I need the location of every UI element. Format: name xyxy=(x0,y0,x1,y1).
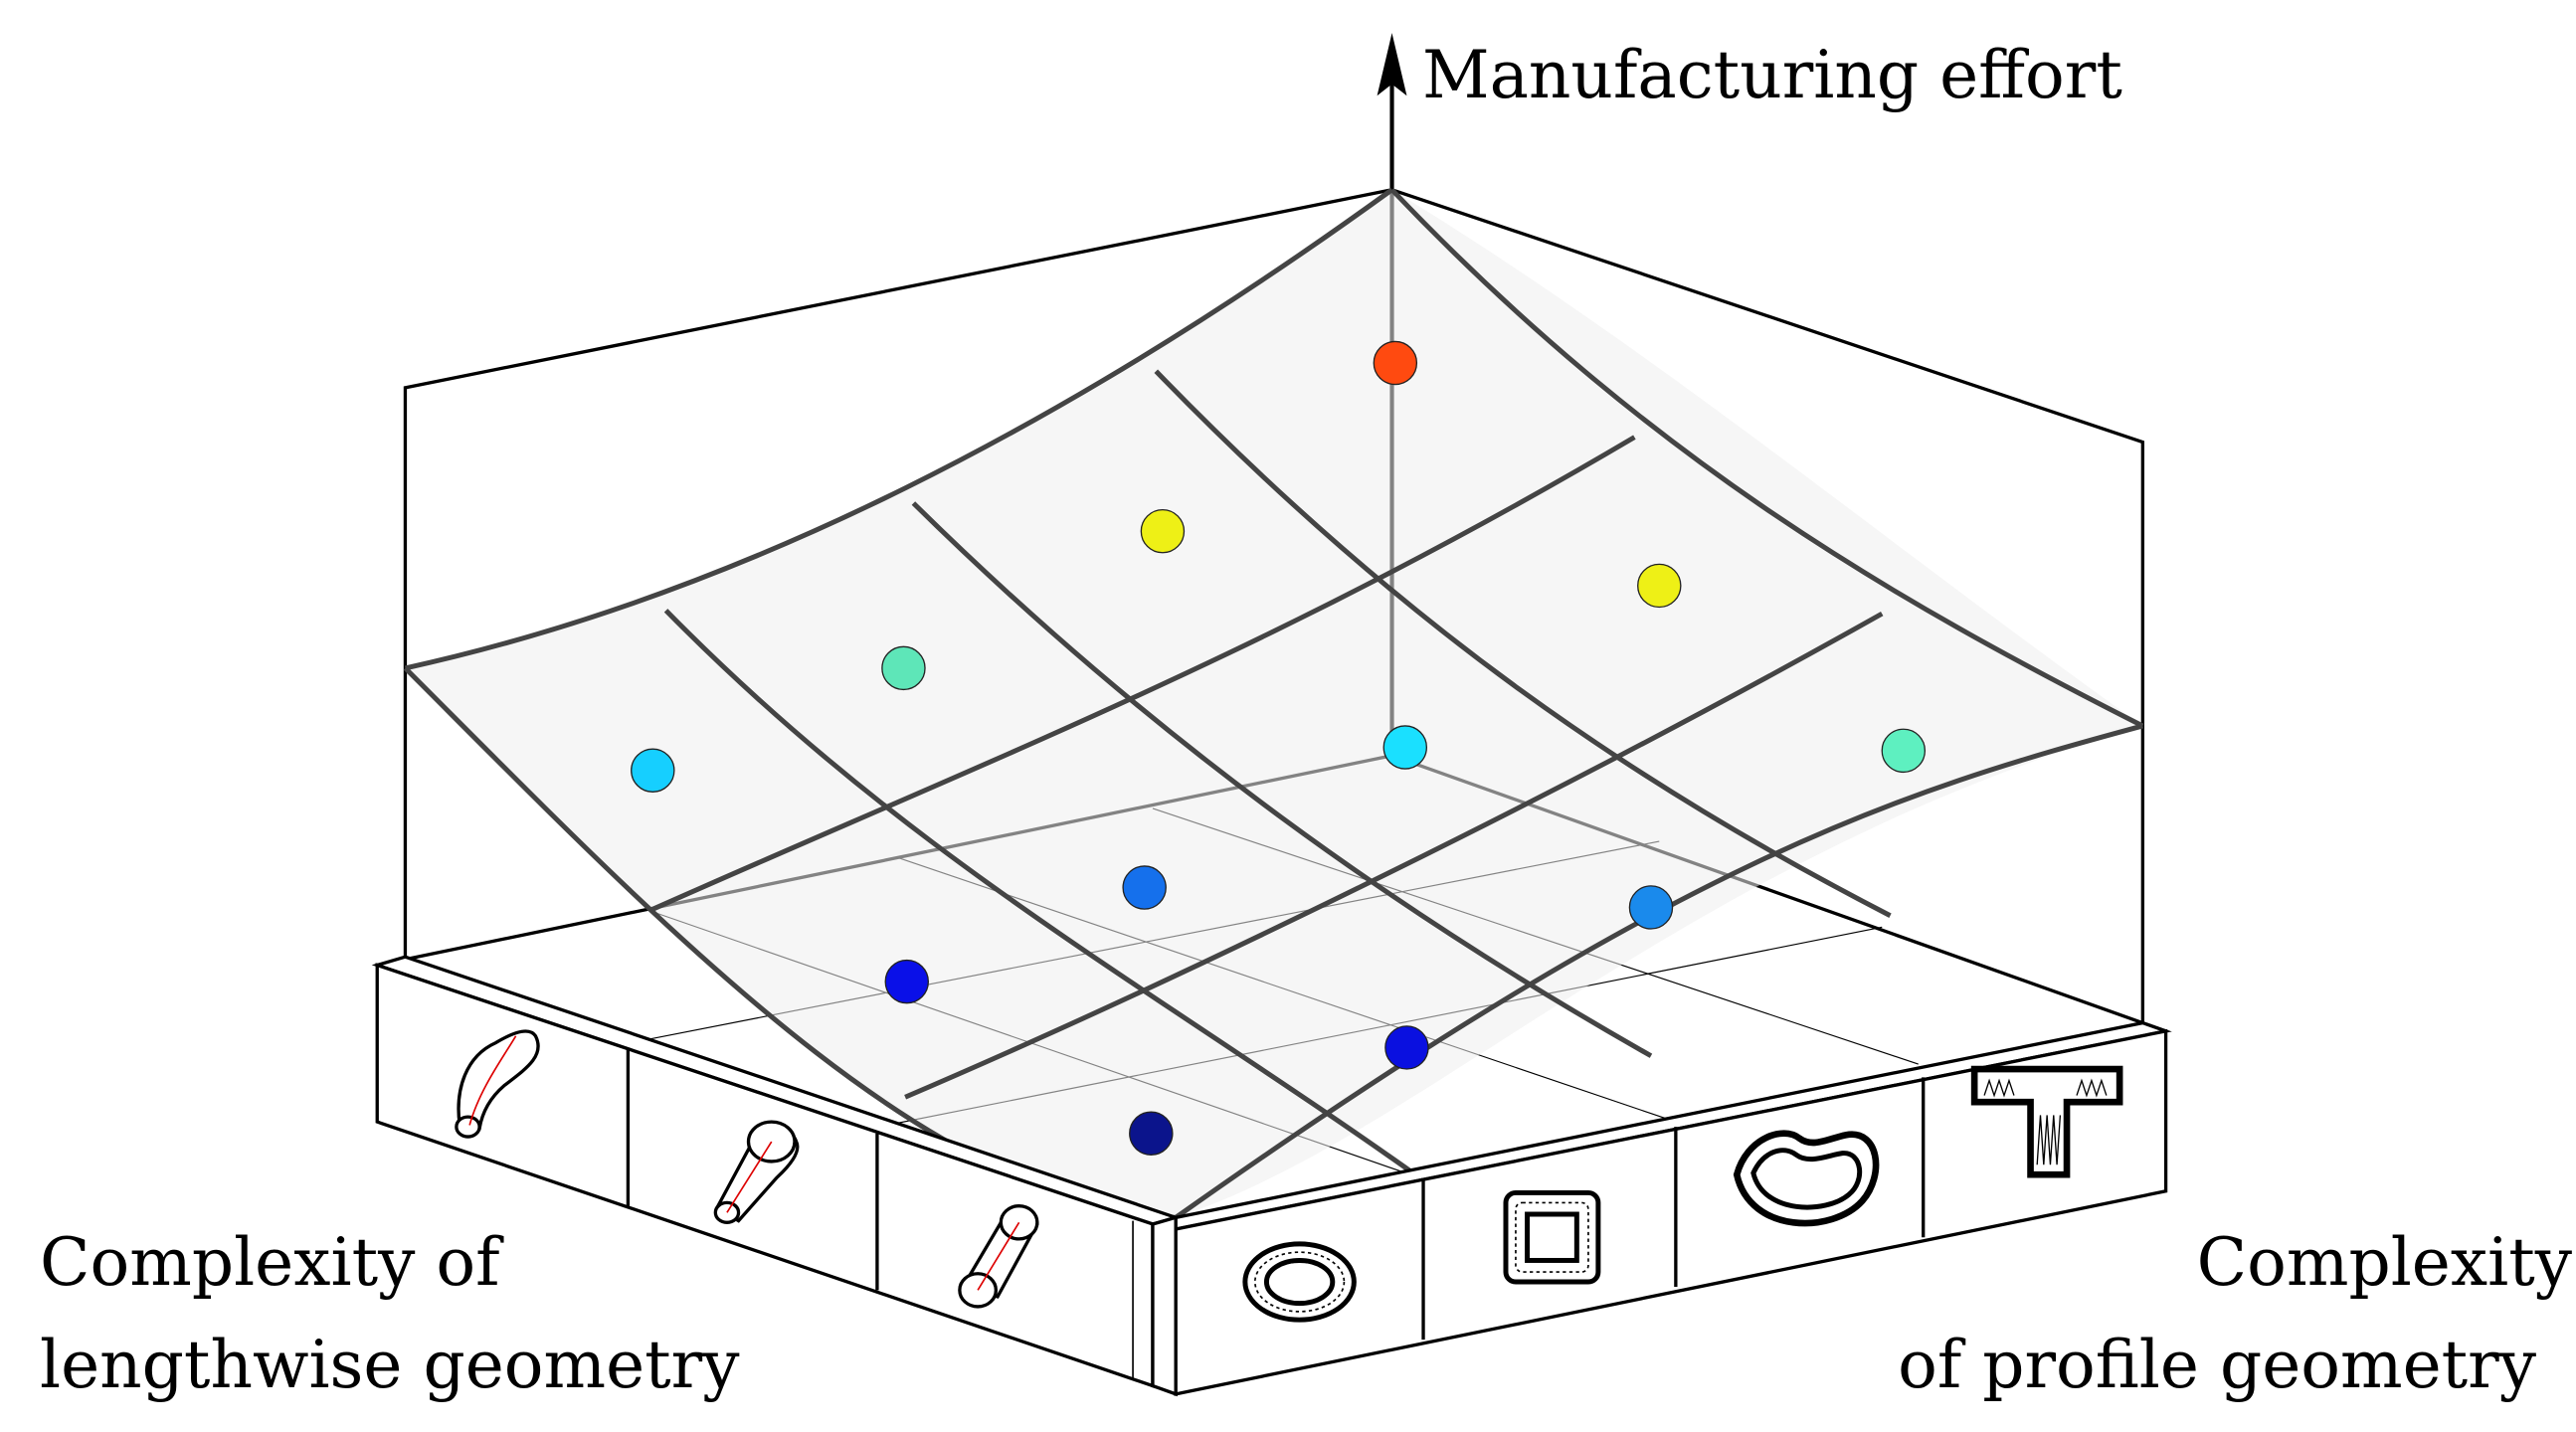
curved-pipe-icon xyxy=(455,1029,540,1139)
surface-points xyxy=(631,340,1927,1156)
point-center xyxy=(1122,865,1167,910)
point-front-inner xyxy=(1384,1025,1429,1070)
irregular-ring-icon xyxy=(1733,1130,1880,1227)
point-bottom-minimum xyxy=(1129,1111,1174,1156)
point-mid-left xyxy=(881,645,926,691)
back-walls xyxy=(403,188,2145,1023)
effort-surface xyxy=(403,187,2144,1220)
ellipse-ring-icon xyxy=(1242,1241,1357,1323)
point-right-edge xyxy=(1881,728,1927,774)
arrow-up-icon xyxy=(1377,33,1407,96)
right-back-wall xyxy=(1390,188,2145,1023)
left-axis-label-line2: lengthwise geometry xyxy=(40,1327,740,1403)
straight-cylinder-icon xyxy=(958,1204,1039,1309)
t-profile-icon xyxy=(1970,1065,2123,1178)
point-upper-mid-right xyxy=(1637,563,1682,609)
point-upper-mid-left xyxy=(1140,508,1186,554)
point-center-back xyxy=(1382,725,1428,770)
point-left-inner xyxy=(884,959,930,1004)
vertical-axis-label: Manufacturing effort xyxy=(1422,37,2122,113)
tapered-tube-icon xyxy=(713,1120,800,1224)
point-high-right-back xyxy=(1373,340,1418,386)
profile-base xyxy=(1174,1020,2172,1396)
left-back-wall xyxy=(403,188,1392,958)
point-right-inner xyxy=(1628,885,1674,930)
rounded-square-icon xyxy=(1503,1189,1601,1285)
right-axis-label-line1: Complexity xyxy=(2196,1224,2572,1301)
point-left-edge xyxy=(631,748,675,793)
right-axis-label-line2: of profile geometry xyxy=(1898,1327,2536,1403)
left-axis-label-line1: Complexity of xyxy=(40,1224,500,1301)
